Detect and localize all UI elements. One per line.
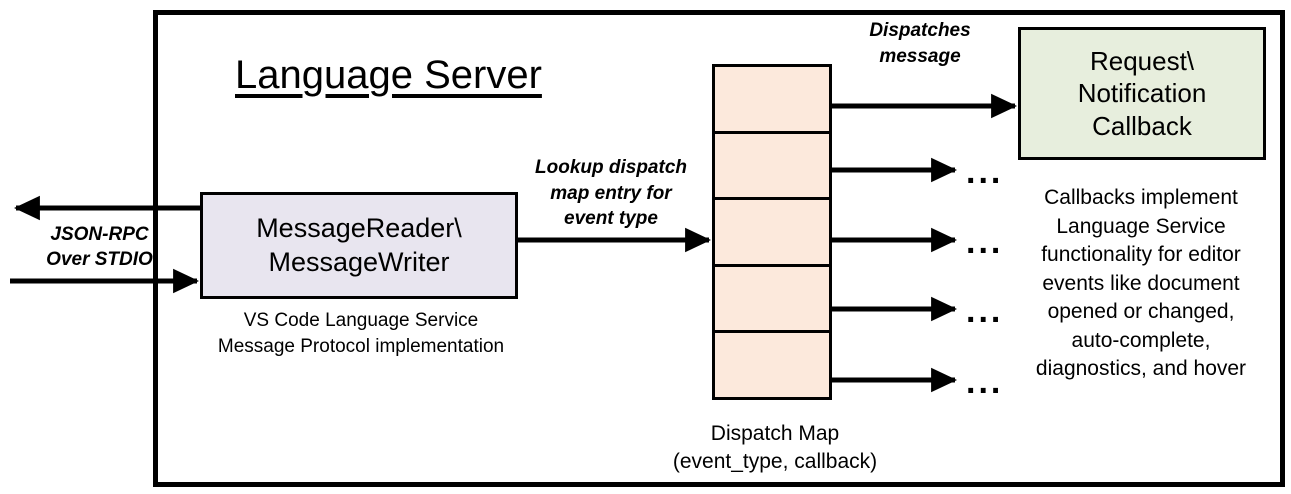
message-reader-writer-label: MessageReader\ MessageWriter bbox=[256, 212, 462, 277]
dispatch-map-cell[interactable] bbox=[715, 266, 829, 334]
dispatch-map-caption: Dispatch Map (event_type, callback) bbox=[672, 422, 878, 473]
dispatch-map-cell[interactable] bbox=[715, 200, 829, 267]
ellipsis-2: ... bbox=[966, 153, 1004, 191]
request-notification-callback-label: Request\ Notification Callback bbox=[1077, 45, 1207, 141]
dispatches-message-label: Dispatches message bbox=[869, 20, 971, 67]
ellipsis-4: ... bbox=[966, 292, 1004, 330]
dispatch-map-table[interactable] bbox=[712, 64, 832, 400]
message-reader-writer-caption: VS Code Language Service Message Protoco… bbox=[217, 310, 505, 357]
request-notification-callback-box[interactable]: Request\ Notification Callback bbox=[1018, 27, 1266, 160]
lookup-dispatch-label: Lookup dispatch map entry for event type bbox=[535, 157, 687, 230]
dispatch-map-cell[interactable] bbox=[715, 67, 829, 134]
dispatch-map-cell[interactable] bbox=[715, 333, 829, 397]
dispatch-map-cell[interactable] bbox=[715, 133, 829, 201]
language-server-boundary bbox=[153, 10, 1285, 487]
message-reader-writer-box[interactable]: MessageReader\ MessageWriter bbox=[200, 192, 518, 299]
json-rpc-transport-label: JSON-RPC Over STDIO bbox=[46, 224, 153, 271]
page-title: Language Server bbox=[235, 53, 542, 97]
ellipsis-5: ... bbox=[966, 363, 1004, 401]
callback-description: Callbacks implement Language Service fun… bbox=[1035, 186, 1247, 381]
ellipsis-3: ... bbox=[966, 223, 1004, 261]
